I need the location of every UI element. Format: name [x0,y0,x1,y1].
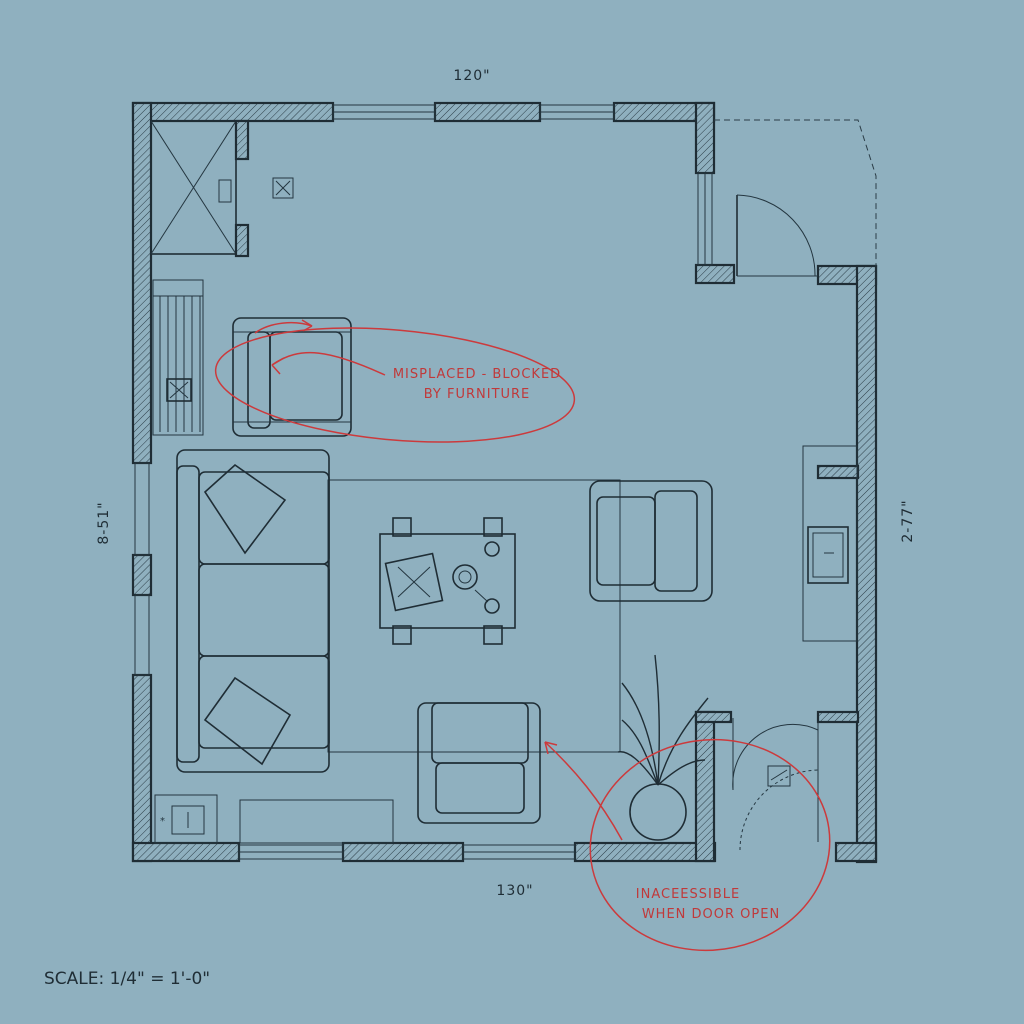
armchair-right[interactable] [589,480,713,602]
coffee-table[interactable] [379,517,516,645]
dimension-top: 120" [453,68,490,84]
area-rug [327,479,621,753]
note-inaccessible-line2: WHEN DOOR OPEN [642,907,780,922]
low-bench [239,799,394,844]
markup-inaccessible [544,738,831,952]
scale-label: SCALE: 1/4" = 1'-0" [44,969,210,989]
armchair-misplaced[interactable] [232,317,352,437]
note-misplaced-line1: MISPLACED - BLOCKED [393,367,561,382]
armchair-bottom[interactable] [417,702,541,824]
windows [134,104,713,860]
potted-plant [617,654,709,841]
dimension-left: 8-51" [96,501,112,544]
dimension-right: 2-77" [900,499,916,542]
markup-misplaced [214,319,576,443]
svg-text:*: * [160,816,165,827]
sofa[interactable] [176,449,330,773]
note-inaccessible-line1: INACEESSIBLE [636,887,740,902]
entry-door[interactable] [736,194,818,277]
porch-outline [714,119,877,266]
note-misplaced-line2: BY FURNITURE [424,387,531,402]
closet [150,119,250,258]
dimension-bottom: 130" [496,883,533,899]
side-cabinet: * [154,794,218,844]
bathroom-door[interactable] [732,718,819,851]
wall-shelving [152,279,204,436]
ceiling-light-icon [272,177,294,199]
counter-sink [802,445,858,642]
